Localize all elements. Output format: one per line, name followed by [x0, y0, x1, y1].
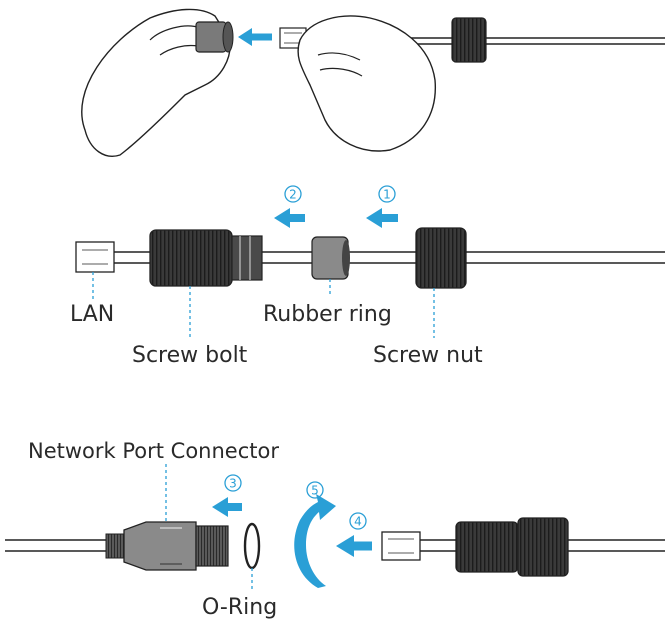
label-o-ring: O-Ring [202, 595, 277, 620]
screw-nut-part [517, 517, 569, 577]
label-screw-nut: Screw nut [373, 343, 483, 368]
circled-number-icon [378, 185, 396, 203]
label-screw-bolt: Screw bolt [132, 343, 248, 368]
label-lan: LAN [70, 302, 114, 327]
circled-number-icon [224, 474, 242, 492]
step-4-label: 4 [354, 515, 362, 529]
circled-number-icon [349, 512, 367, 530]
step-3-label: 3 [229, 477, 237, 491]
screw-bolt-part [455, 521, 519, 573]
screw-nut-part [451, 17, 487, 63]
rubber-ring-part [195, 21, 227, 53]
right-hand-icon [297, 15, 436, 152]
circled-number-icon [284, 185, 302, 203]
circled-number-icon [306, 481, 324, 499]
section-connector: Network Port Connector O-Ring 3 5 4 [5, 439, 665, 620]
section-parts: 2 1 LAN Rubber ring Screw bolt Screw nut [70, 185, 665, 368]
step-2-label: 2 [289, 188, 297, 202]
step-5-label: 5 [311, 484, 319, 498]
section-hands [81, 8, 665, 157]
o-ring-part [243, 522, 261, 570]
screw-bolt-part [149, 229, 233, 287]
label-rubber-ring: Rubber ring [263, 302, 392, 327]
rj45-plug-icon [381, 531, 421, 561]
network-port-connector-part [123, 521, 197, 571]
screw-nut-part [415, 227, 467, 289]
lan-plug-icon [75, 241, 115, 273]
curved-arrow-icon [294, 494, 336, 588]
label-network-port-connector: Network Port Connector [28, 439, 279, 463]
step-1-label: 1 [383, 188, 391, 202]
left-hand-icon [81, 8, 231, 157]
